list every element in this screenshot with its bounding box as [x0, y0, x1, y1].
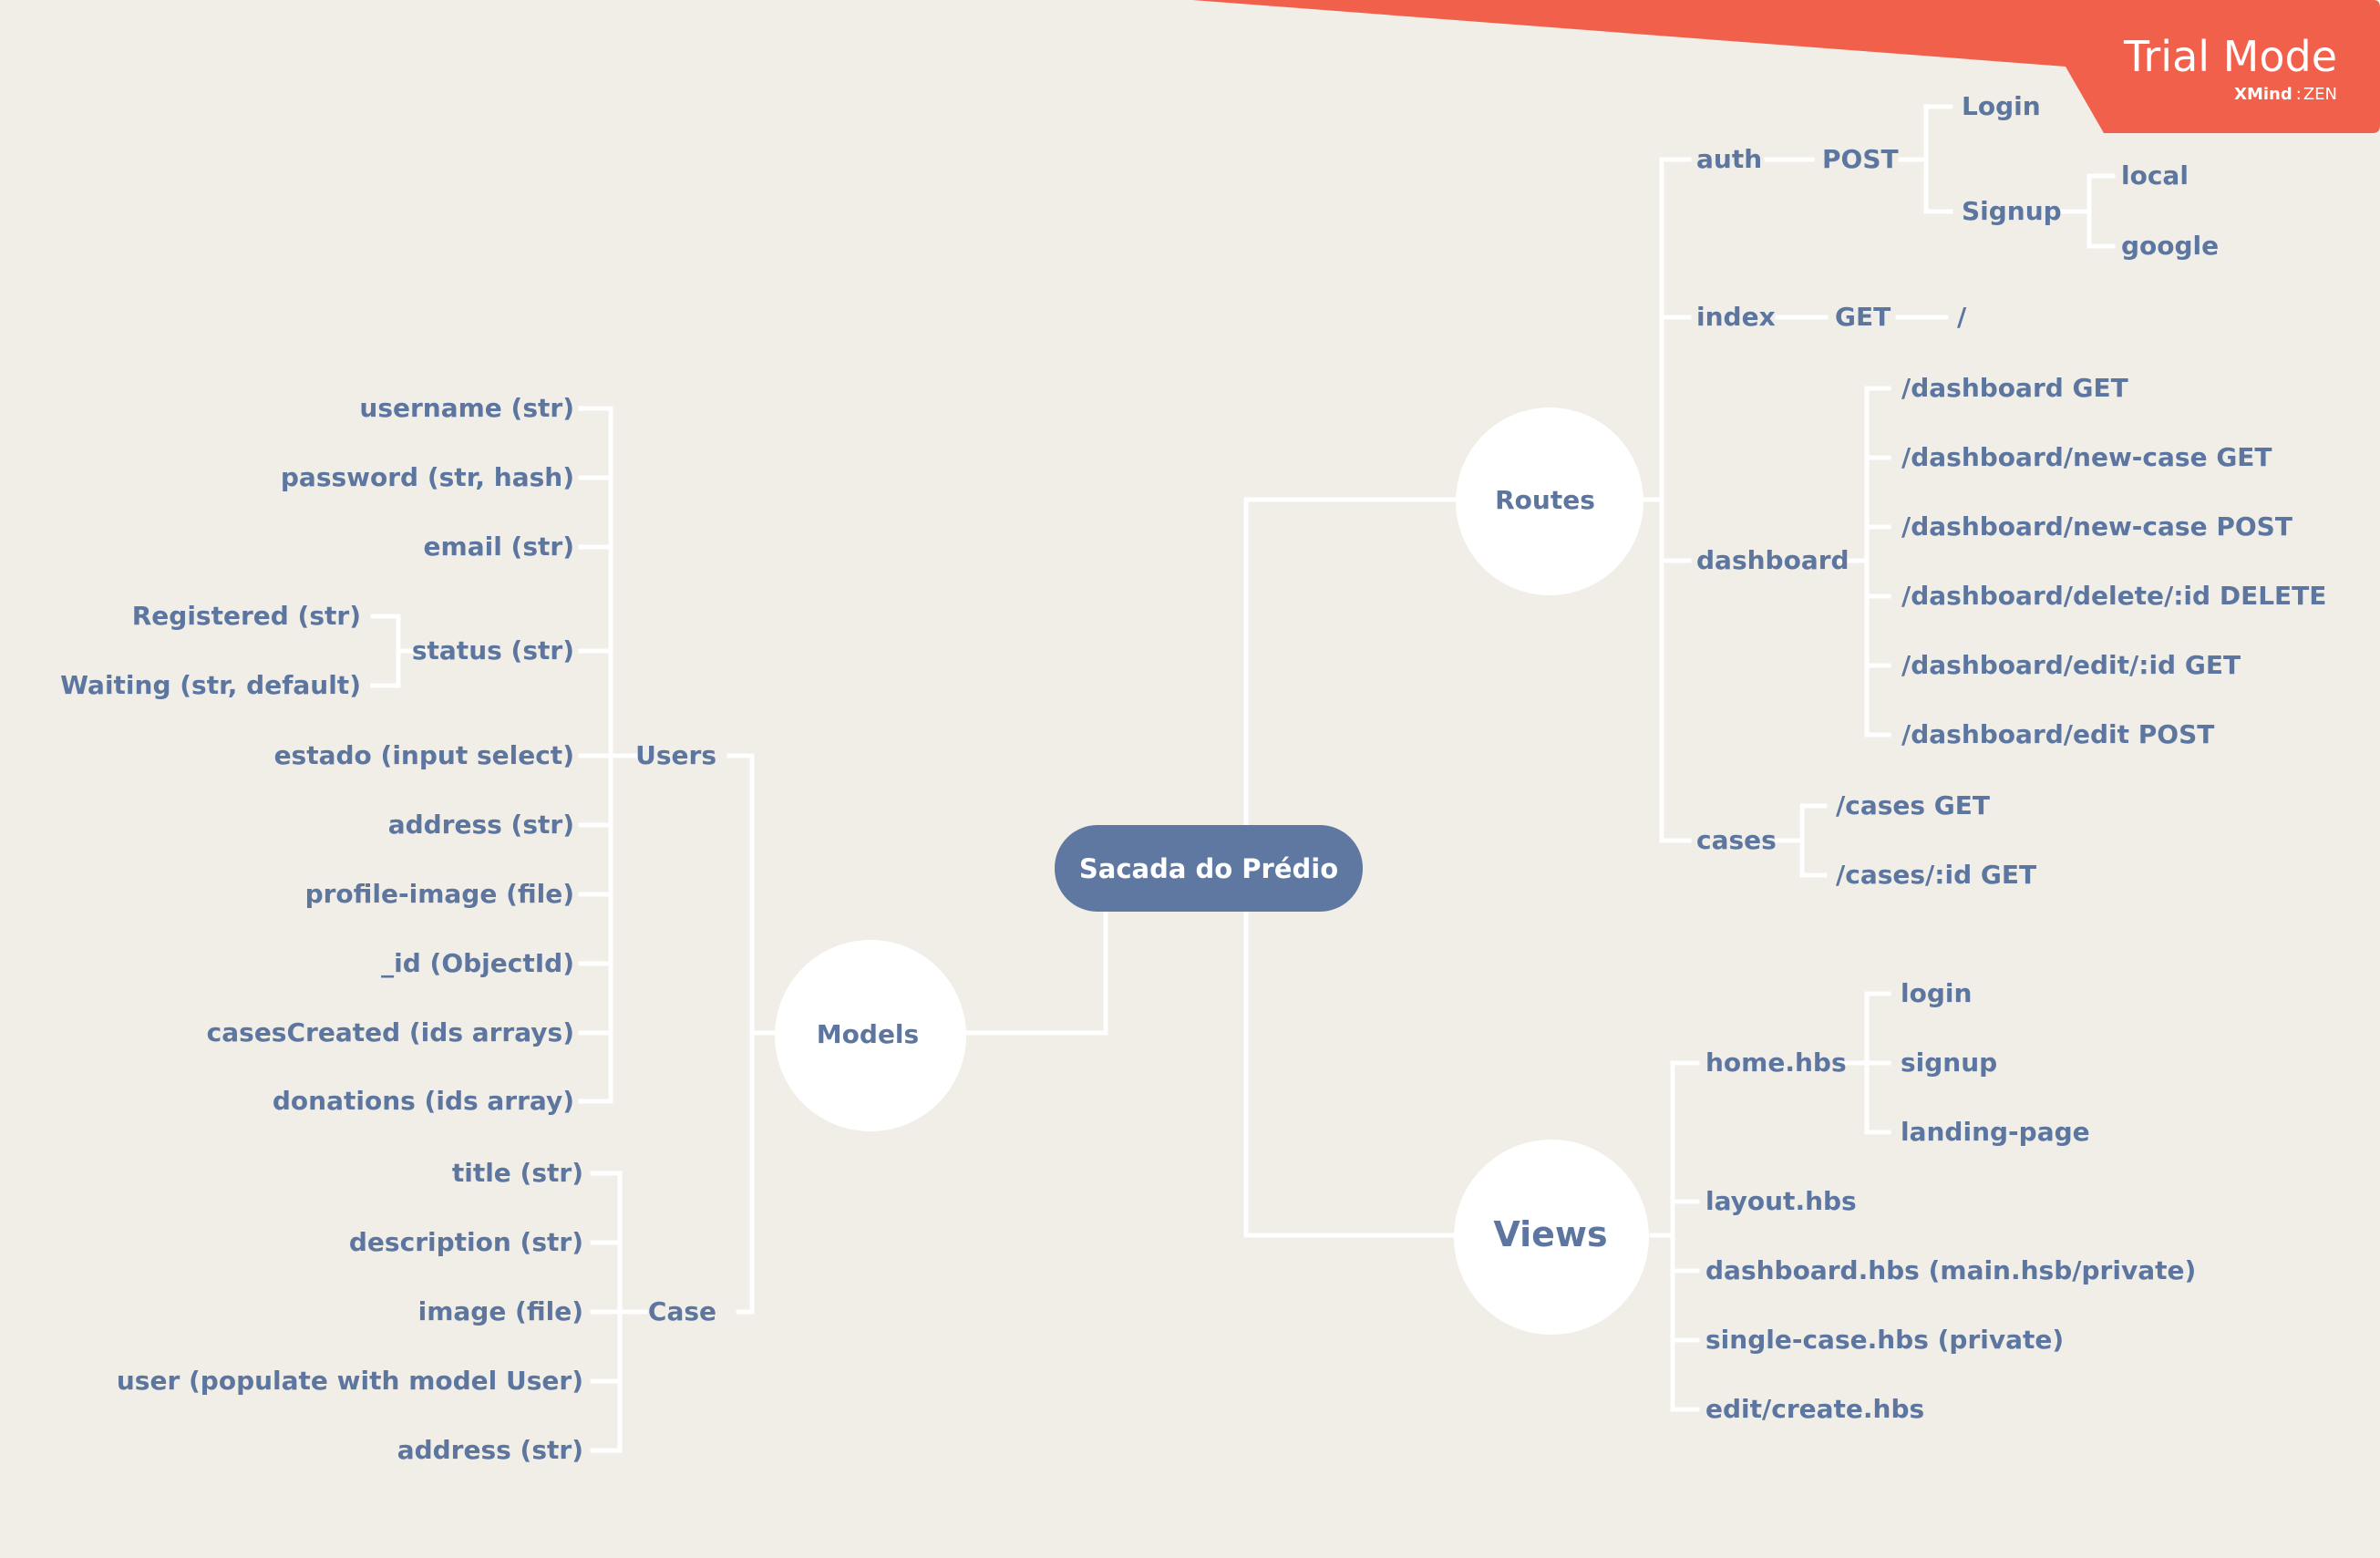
- route-cases[interactable]: cases: [1696, 825, 1777, 855]
- user-field[interactable]: username (str): [359, 393, 574, 423]
- route-index-path[interactable]: /: [1957, 302, 1967, 332]
- user-field[interactable]: donations (ids array): [273, 1086, 574, 1116]
- view-home[interactable]: home.hbs: [1705, 1047, 1847, 1078]
- routes-label: Routes: [1495, 485, 1595, 515]
- case-field[interactable]: title (str): [452, 1158, 583, 1188]
- model-case[interactable]: Case: [648, 1296, 716, 1326]
- user-field[interactable]: estado (input select): [274, 740, 574, 770]
- trial-mode-brand: XMind:ZEN: [2234, 85, 2337, 104]
- central-topic[interactable]: Sacada do Prédio: [1055, 825, 1363, 912]
- case-field[interactable]: image (file): [418, 1296, 583, 1326]
- case-field[interactable]: address (str): [397, 1435, 583, 1465]
- trial-mode-badge[interactable]: Trial Mode XMind:ZEN: [1192, 0, 2380, 133]
- route-cases-item[interactable]: /cases GET: [1836, 790, 1990, 820]
- view-item[interactable]: dashboard.hbs (main.hsb/private): [1705, 1255, 2196, 1285]
- case-field[interactable]: description (str): [349, 1227, 583, 1257]
- central-topic-label: Sacada do Prédio: [1079, 853, 1338, 884]
- routes-topic[interactable]: Routes: [1456, 408, 1643, 595]
- route-auth-method[interactable]: POST: [1822, 144, 1899, 174]
- route-cases-item[interactable]: /cases/:id GET: [1836, 860, 2036, 890]
- route-index[interactable]: index: [1696, 302, 1776, 332]
- user-field[interactable]: status (str): [412, 635, 574, 666]
- route-dashboard-item[interactable]: /dashboard/new-case GET: [1901, 442, 2272, 472]
- case-field[interactable]: user (populate with model User): [117, 1366, 583, 1396]
- user-field[interactable]: casesCreated (ids arrays): [207, 1017, 574, 1047]
- views-label: Views: [1493, 1214, 1607, 1254]
- view-home-item[interactable]: signup: [1901, 1047, 1997, 1078]
- route-auth-local[interactable]: local: [2121, 160, 2189, 191]
- user-field[interactable]: password (str, hash): [281, 462, 574, 492]
- view-home-item[interactable]: login: [1901, 978, 1972, 1008]
- view-item[interactable]: layout.hbs: [1705, 1186, 1857, 1216]
- model-users[interactable]: Users: [635, 740, 716, 770]
- route-dashboard-item[interactable]: /dashboard/edit/:id GET: [1901, 650, 2241, 680]
- route-auth-google[interactable]: google: [2121, 231, 2219, 261]
- route-dashboard-item[interactable]: /dashboard/delete/:id DELETE: [1901, 581, 2326, 611]
- user-field[interactable]: _id (ObjectId): [381, 948, 574, 978]
- status-option[interactable]: Registered (str): [132, 601, 361, 631]
- trial-mode-title: Trial Mode: [2123, 32, 2337, 81]
- user-field[interactable]: email (str): [424, 531, 574, 562]
- route-auth-login[interactable]: Login: [1962, 91, 2041, 121]
- view-home-item[interactable]: landing-page: [1901, 1117, 2090, 1147]
- status-option[interactable]: Waiting (str, default): [60, 670, 361, 700]
- route-dashboard-item[interactable]: /dashboard GET: [1901, 373, 2128, 403]
- connectors: [370, 104, 2116, 1453]
- route-dashboard-item[interactable]: /dashboard/edit POST: [1901, 719, 2214, 749]
- route-index-method[interactable]: GET: [1835, 302, 1891, 332]
- view-item[interactable]: edit/create.hbs: [1705, 1394, 1924, 1424]
- route-dashboard-item[interactable]: /dashboard/new-case POST: [1901, 511, 2292, 542]
- views-topic[interactable]: Views: [1454, 1140, 1649, 1335]
- models-label: Models: [817, 1019, 919, 1049]
- view-item[interactable]: single-case.hbs (private): [1705, 1325, 2064, 1355]
- route-dashboard[interactable]: dashboard: [1696, 545, 1849, 575]
- user-field[interactable]: profile-image (file): [305, 879, 574, 909]
- route-auth[interactable]: auth: [1696, 144, 1762, 174]
- models-topic[interactable]: Models: [775, 940, 966, 1131]
- user-field[interactable]: address (str): [388, 810, 574, 840]
- route-auth-signup[interactable]: Signup: [1962, 196, 2062, 226]
